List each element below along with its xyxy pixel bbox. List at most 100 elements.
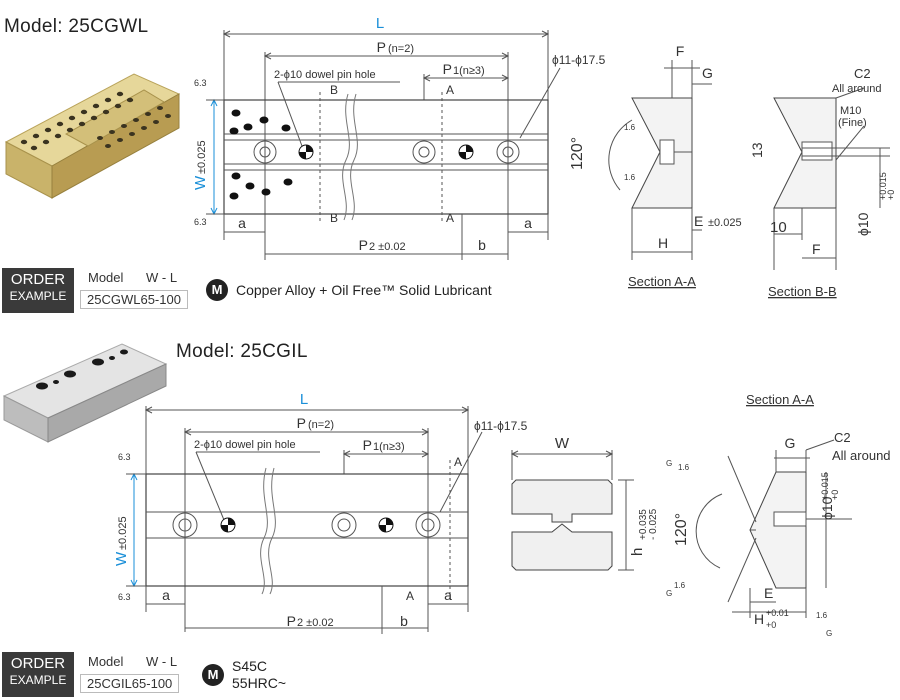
hole-note: ϕ11-ϕ17.5 — [552, 53, 606, 67]
section-aa-tol-dn-bottom: +0 — [830, 490, 840, 500]
dim-a-right-bottom: a — [444, 587, 452, 603]
end-view-tol-dn: - 0.025 — [648, 508, 659, 540]
order-example-value: 25CGWL65-100 — [80, 290, 188, 309]
dowel-note-bottom: 2-ϕ10 dowel pin hole — [194, 439, 296, 451]
end-view-tol-up: +0.035 — [638, 509, 649, 540]
section-bb-13: 13 — [749, 142, 765, 158]
section-bb-10: 10 — [770, 219, 787, 236]
section-aa-C2-bottom: C2 — [834, 430, 851, 445]
dim-P2-sub: 2 ±0.02 — [369, 241, 406, 253]
section-bb-all-around: All around — [832, 83, 882, 95]
dim-P2-bottom: P — [287, 613, 296, 629]
section-aa-r16b: 1.6 — [624, 173, 636, 182]
order-example-value-bottom: 25CGIL65-100 — [80, 674, 180, 693]
dim-P-sub: (n=2) — [388, 43, 414, 55]
mark-A-bottom: A — [446, 211, 454, 225]
product-image-25cgil — [2, 343, 168, 443]
top-section-aa: F G 120° E ±0.025 H 1.6 1.6 Section A-A — [569, 43, 742, 289]
dim-a-right: a — [524, 215, 532, 231]
material-badge-icon: M — [206, 279, 228, 301]
roughness-bottom: 6.3 — [194, 217, 207, 227]
example-label-bottom: EXAMPLE — [9, 673, 67, 687]
section-bb-M10: M10 — [840, 105, 861, 117]
section-bb-F: F — [812, 241, 821, 257]
material-line1: S45C — [232, 658, 268, 674]
material-line2: 55HRC~ — [232, 675, 287, 691]
dowel-pin-marker — [298, 144, 314, 160]
top-plan-drawing: L P (n=2) P 1(n≥3) 2-ϕ10 dowel pin hole … — [192, 15, 606, 260]
section-aa-H-dn: +0 — [766, 620, 776, 630]
example-label: EXAMPLE — [9, 289, 67, 303]
mark-A-bottom-bottom: A — [406, 589, 414, 603]
order-col-wl-bottom: W - L — [146, 654, 178, 669]
material-text: Copper Alloy + Oil Free™ Solid Lubricant — [236, 282, 492, 298]
section-aa-F: F — [676, 43, 685, 59]
section-aa-g-mid: G — [666, 589, 672, 598]
bottom-section-aa: Section A-A G C2 All around 120° ϕ10 +0.… — [666, 392, 891, 638]
bottom-end-view: W h +0.035 - 0.025 — [510, 435, 659, 571]
section-aa-E-tol: ±0.025 — [708, 217, 742, 229]
order-label-bottom: ORDER — [10, 655, 66, 672]
section-aa-H-bottom: H — [754, 611, 764, 627]
dim-P2: P — [359, 237, 368, 253]
section-bb-title: Section B-B — [768, 284, 837, 299]
dim-P-bottom: P — [297, 415, 306, 431]
section-aa-phi10-bottom: ϕ10 — [819, 496, 835, 520]
mark-A-top: A — [446, 83, 454, 97]
section-aa-r16a: 1.6 — [624, 123, 636, 132]
dim-W: W — [192, 175, 209, 190]
hole-note-bottom: ϕ11-ϕ17.5 — [474, 419, 528, 433]
mark-B-top: B — [330, 83, 338, 97]
section-aa-angle-bottom: 120° — [673, 513, 690, 546]
dim-P1: P — [443, 61, 452, 77]
section-aa-g-top: G — [666, 459, 672, 468]
bottom-plan-drawing: L P (n=2) P 1(n≥3) 2-ϕ10 dowel pin hole … — [113, 391, 528, 634]
dim-P1-sub-bottom: 1(n≥3) — [373, 441, 405, 453]
section-aa-E: E — [694, 213, 703, 229]
section-aa-g-bottom: G — [826, 629, 832, 638]
dim-P1-bottom: P — [363, 437, 372, 453]
roughness-top: 6.3 — [194, 78, 207, 88]
mark-A-bottom-top: A — [454, 455, 462, 469]
dim-P: P — [377, 39, 386, 55]
order-example-badge-bottom: ORDER EXAMPLE — [2, 652, 74, 697]
model-title-bottom: Model: 25CGIL — [176, 341, 308, 362]
dim-W-bottom: W — [113, 551, 130, 566]
dim-b-bottom: b — [400, 613, 408, 629]
section-bb-tol-up: +0.015 — [878, 172, 888, 200]
section-aa-H-up: +0.01 — [766, 608, 789, 618]
material-text-bottom: S45C 55HRC~ — [232, 658, 286, 692]
order-col-model: Model — [88, 270, 124, 285]
top-section-bb: C2 All around M10 (Fine) 13 10 F ϕ10 +0.… — [749, 66, 896, 299]
section-aa-r16-mid: 1.6 — [674, 581, 686, 590]
dim-W-tol: ±0.025 — [196, 140, 208, 174]
roughness-bottom-bottom: 6.3 — [118, 592, 131, 602]
section-bb-phi10: ϕ10 — [855, 212, 871, 236]
order-example-badge-top: ORDER EXAMPLE — [2, 268, 74, 313]
section-aa-H: H — [658, 235, 668, 251]
dim-P-sub-bottom: (n=2) — [308, 419, 334, 431]
order-col-wl: W - L — [146, 270, 178, 285]
order-label: ORDER — [10, 271, 66, 288]
section-bb-fine: (Fine) — [838, 117, 867, 129]
section-bb-C2: C2 — [854, 66, 871, 81]
section-aa-G: G — [702, 65, 713, 81]
section-bb-tol-dn: +0 — [886, 190, 896, 200]
section-aa-tol-up-bottom: +0.015 — [820, 472, 830, 500]
dim-P1-sub: 1(n≥3) — [453, 65, 485, 77]
section-aa-title-bottom: Section A-A — [746, 392, 814, 407]
dim-b: b — [478, 237, 486, 253]
end-view-h: h — [629, 548, 646, 556]
dowel-note: 2-ϕ10 dowel pin hole — [274, 69, 376, 81]
section-aa-E-bottom: E — [764, 585, 773, 601]
section-aa-all-around-bottom: All around — [832, 448, 891, 463]
product-image-25cgwl — [4, 73, 181, 199]
dim-a-left: a — [238, 215, 246, 231]
dim-a-left-bottom: a — [162, 587, 170, 603]
roughness-bottom-top: 6.3 — [118, 452, 131, 462]
section-aa-angle: 120° — [569, 137, 586, 170]
end-view-W: W — [555, 435, 570, 452]
dim-P2-sub-bottom: 2 ±0.02 — [297, 617, 334, 629]
dim-L: L — [376, 15, 384, 32]
section-aa-G-bottom: G — [785, 435, 796, 451]
